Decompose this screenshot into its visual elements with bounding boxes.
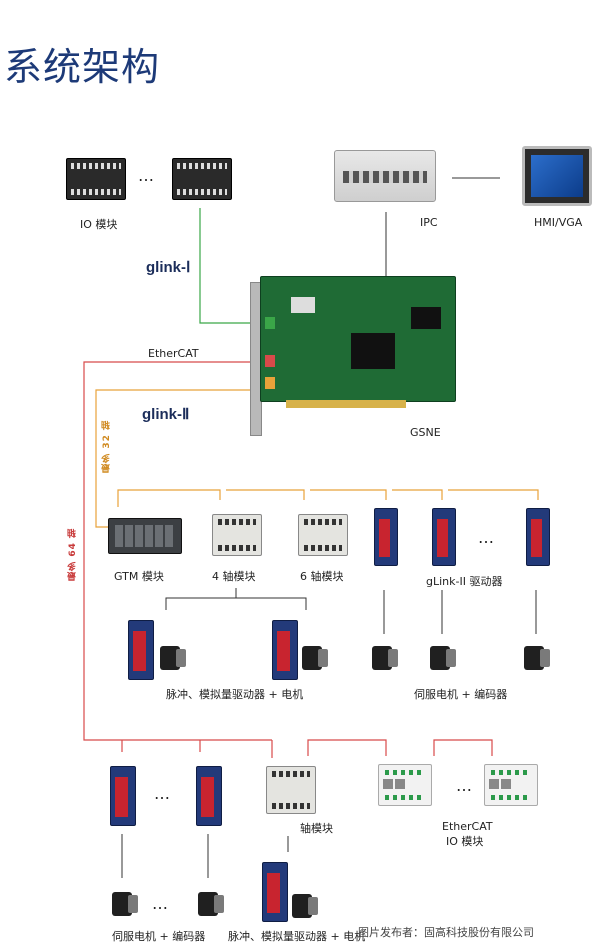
hmi-icon xyxy=(522,146,592,206)
servo-motor-icon xyxy=(292,894,318,918)
servo-driver-icon xyxy=(432,508,456,566)
servo-driver-icon xyxy=(262,862,288,922)
axis-module-icon xyxy=(298,514,348,556)
axis-module-icon xyxy=(212,514,262,556)
servo-motor-icon xyxy=(160,646,186,670)
publisher-footer: 图片发布者：固高科技股份有限公司 xyxy=(358,926,534,939)
ellipsis: … xyxy=(138,166,156,185)
ellipsis: … xyxy=(152,894,170,913)
bottom-servo-motor-encoder-label: 伺服电机 + 编码器 xyxy=(112,930,206,943)
ipc-icon xyxy=(334,150,436,202)
bottom-pulse-analog-driver-label: 脉冲、模拟量驱动器 + 电机 xyxy=(228,930,366,943)
io-module-icon xyxy=(172,158,232,200)
page-title: 系统架构 xyxy=(4,45,161,89)
servo-driver-icon xyxy=(374,508,398,566)
servo-motor-icon xyxy=(198,892,224,916)
glink2-main-wire xyxy=(95,389,262,528)
servo-motor-icon xyxy=(302,646,328,670)
ethercat-main-wire xyxy=(83,361,272,741)
ellipsis: … xyxy=(478,528,496,547)
max-32-axis-label: 最多 32 轴 xyxy=(102,420,112,473)
gtm-label: GTM 模块 xyxy=(114,570,164,583)
servo-motor-icon xyxy=(430,646,456,670)
glink1-wire xyxy=(199,208,262,324)
servo-driver-icon xyxy=(196,766,222,826)
glink2-driver-label: gLink-II 驱动器 xyxy=(426,575,503,588)
servo-motor-encoder-label: 伺服电机 + 编码器 xyxy=(414,688,508,701)
gsne-label: GSNE xyxy=(410,426,441,439)
ellipsis: … xyxy=(456,776,474,795)
axis6-label: 6 轴模块 xyxy=(300,570,344,583)
servo-driver-icon xyxy=(128,620,154,680)
ethercat-io-label-line1: EtherCAT xyxy=(442,820,493,833)
servo-driver-icon xyxy=(110,766,136,826)
servo-motor-icon xyxy=(524,646,550,670)
glink2-label: glink-Ⅱ xyxy=(142,406,190,423)
servo-driver-icon xyxy=(272,620,298,680)
axis4-label: 4 轴模块 xyxy=(212,570,256,583)
servo-motor-icon xyxy=(372,646,398,670)
ellipsis: … xyxy=(154,784,172,803)
pulse-analog-driver-label: 脉冲、模拟量驱动器 + 电机 xyxy=(166,688,304,701)
ethercat-io-icon xyxy=(484,764,538,806)
hmi-label: HMI/VGA xyxy=(534,216,583,229)
glink1-label: glink-Ⅰ xyxy=(146,259,191,276)
servo-motor-icon xyxy=(112,892,138,916)
gtm-module-icon xyxy=(108,518,182,554)
servo-driver-icon xyxy=(526,508,550,566)
axis-module-icon xyxy=(266,766,316,814)
axis-module-label: 轴模块 xyxy=(300,822,333,835)
gsne-board-icon xyxy=(260,276,456,402)
max-64-axis-label: 最多 64 轴 xyxy=(68,528,78,581)
ethercat-io-label-line2: IO 模块 xyxy=(446,835,484,848)
io-module-label: IO 模块 xyxy=(80,218,118,231)
ipc-label: IPC xyxy=(420,216,438,229)
gsne-pcie-edge xyxy=(286,400,406,408)
ethercat-label: EtherCAT xyxy=(148,347,199,360)
io-module-icon xyxy=(66,158,126,200)
ethercat-io-icon xyxy=(378,764,432,806)
